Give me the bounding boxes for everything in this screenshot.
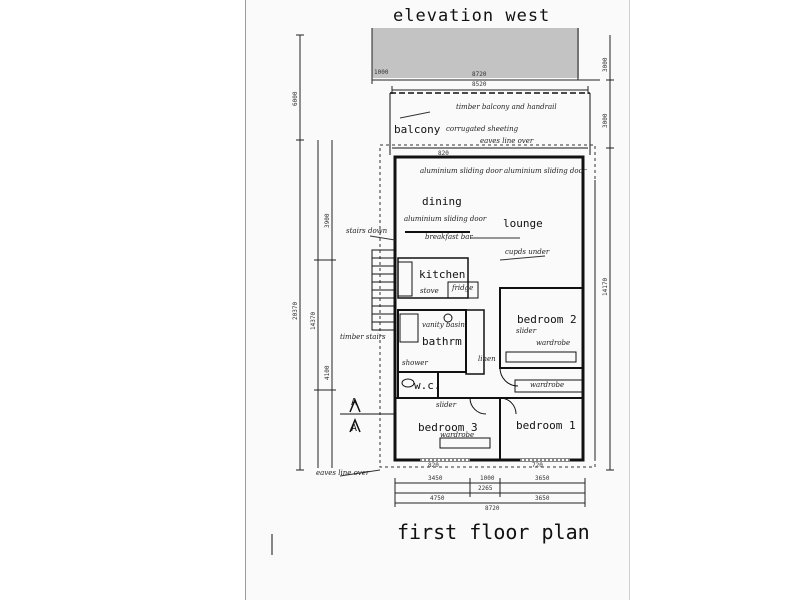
- note-wardrobe-b2: wardrobe: [536, 339, 571, 347]
- plan-sheet: [245, 0, 630, 600]
- note-slider-hall: slider: [436, 401, 457, 409]
- dim-top-overall: 8720: [472, 71, 487, 78]
- section-label-a: A: [351, 397, 358, 408]
- note-eaves-bottom: eaves line over: [316, 469, 370, 477]
- dim-right-2: 3000: [602, 113, 609, 128]
- bedroom-2-walls: [499, 287, 584, 369]
- dim-door-2: 720: [532, 462, 543, 469]
- dim-bottom-g: 2265: [478, 485, 493, 492]
- dim-bottom-f: 3650: [535, 495, 550, 502]
- dim-bottom-b: 1000: [480, 475, 495, 482]
- elevation-shaded-area: [372, 28, 579, 78]
- note-stove: stove: [420, 287, 439, 295]
- note-wardrobe-b3: wardrobe: [440, 431, 475, 439]
- elevation-title: elevation west: [393, 6, 551, 26]
- section-label-a-lower: A: [351, 423, 358, 434]
- dim-top-left: 1000: [374, 69, 389, 76]
- note-wardrobe-hall: wardrobe: [530, 381, 565, 389]
- dim-left-4: 4100: [324, 365, 331, 380]
- note-alum-door-right: aluminium sliding door: [504, 167, 587, 175]
- note-corrugated: corrugated sheeting: [446, 125, 519, 133]
- room-wc: w.c.: [414, 379, 441, 392]
- section-arrow-upper: [349, 398, 361, 413]
- dim-door-3: 820: [438, 150, 449, 157]
- dim-left-3: 3900: [324, 213, 331, 228]
- note-stairs: stairs down: [346, 227, 388, 235]
- note-eaves-line: eaves line over: [480, 137, 534, 145]
- note-fridge: fridge: [452, 284, 474, 292]
- note-timber-stairs: timber stairs: [340, 333, 386, 341]
- dim-bottom-d: 4750: [430, 495, 445, 502]
- note-breakfast-bar: breakfast bar: [425, 233, 473, 241]
- note-vanity: vanity basin: [422, 321, 465, 329]
- dim-left-1: 6000: [292, 91, 299, 106]
- dim-left-overall: 20370: [292, 301, 299, 320]
- room-lounge: lounge: [503, 217, 543, 230]
- note-timber-balcony: timber balcony and handrail: [456, 103, 557, 111]
- dim-bottom-c: 3650: [535, 475, 550, 482]
- note-slider-b2: slider: [516, 327, 537, 335]
- room-bedroom-3: bedroom 3: [418, 421, 478, 434]
- dim-door-1: 820: [428, 462, 439, 469]
- dim-bottom-e: 8720: [485, 505, 500, 512]
- note-shower: shower: [402, 359, 428, 367]
- room-bathrm: bathrm: [422, 335, 462, 348]
- plan-title: first floor plan: [397, 520, 590, 544]
- room-bedroom-2: bedroom 2: [517, 313, 577, 326]
- note-linen: linen: [478, 355, 496, 363]
- dim-bottom-a: 3450: [428, 475, 443, 482]
- room-dining: dining: [422, 195, 462, 208]
- note-alum-door-mid: aluminium sliding door: [404, 215, 487, 223]
- dim-top-inner: 8520: [472, 81, 487, 88]
- stairs: [371, 249, 395, 331]
- dim-left-2: 14370: [310, 311, 317, 330]
- room-kitchen: kitchen: [419, 268, 466, 281]
- section-arrow-lower: [349, 418, 361, 433]
- note-cupds-under: cupds under: [505, 248, 550, 256]
- room-bedroom-1: bedroom 1: [516, 419, 576, 432]
- room-balcony: balcony: [394, 123, 441, 136]
- dim-right-1: 3000: [602, 57, 609, 72]
- note-alum-door-left: aluminium sliding door: [420, 167, 503, 175]
- dim-right-3: 14170: [602, 277, 609, 296]
